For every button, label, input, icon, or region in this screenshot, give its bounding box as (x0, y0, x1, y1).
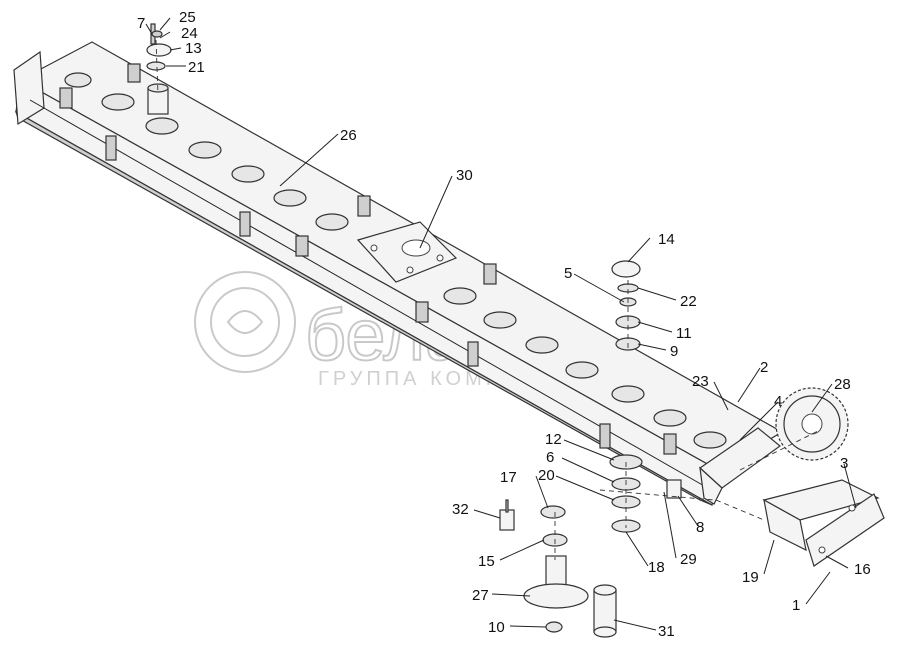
beam-bearing-holes (64, 72, 727, 449)
callout-24: 24 (181, 25, 198, 42)
callout-18: 18 (648, 559, 665, 576)
callout-2: 2 (760, 359, 768, 376)
callout-leaders (145, 17, 857, 631)
callout-22: 22 (680, 293, 697, 310)
callout-1: 1 (792, 597, 800, 614)
callout-13: 13 (185, 40, 202, 57)
callout-20: 20 (538, 467, 555, 484)
right-bearing-stack (611, 260, 641, 351)
callout-4: 4 (774, 393, 782, 410)
grease-can (593, 584, 617, 638)
callout-23: 23 (692, 373, 709, 390)
callout-14: 14 (658, 231, 675, 248)
callout-9: 9 (670, 343, 678, 360)
callout-11: 11 (676, 325, 692, 342)
callout-7: 7 (137, 15, 145, 32)
callout-25: 25 (179, 9, 196, 26)
callout-30: 30 (456, 167, 473, 184)
callout-labels: 7 25 24 13 21 26 30 14 5 22 11 9 2 23 4 … (137, 9, 871, 640)
callout-3: 3 (840, 455, 848, 472)
callout-29: 29 (680, 551, 697, 568)
callout-28: 28 (834, 376, 851, 393)
gear-housing (699, 427, 885, 567)
drive-gear (775, 387, 849, 461)
callout-17: 17 (500, 469, 517, 486)
callout-10: 10 (488, 619, 505, 636)
assembly-guides (155, 39, 821, 560)
callout-15: 15 (478, 553, 495, 570)
callout-27: 27 (472, 587, 489, 604)
top-left-fasteners (146, 23, 172, 115)
callout-8: 8 (696, 519, 704, 536)
callout-32: 32 (452, 501, 469, 518)
drive-plate (356, 221, 458, 283)
callout-26: 26 (340, 127, 357, 144)
callout-19: 19 (742, 569, 759, 586)
callout-5: 5 (564, 265, 572, 282)
callout-21: 21 (188, 59, 205, 76)
rotor-hub (523, 555, 589, 633)
callout-6: 6 (546, 449, 554, 466)
callout-12: 12 (545, 431, 562, 448)
callout-31: 31 (658, 623, 675, 640)
watermark-logo-icon (194, 271, 296, 373)
callout-16: 16 (854, 561, 871, 578)
beam-brackets (59, 63, 677, 455)
